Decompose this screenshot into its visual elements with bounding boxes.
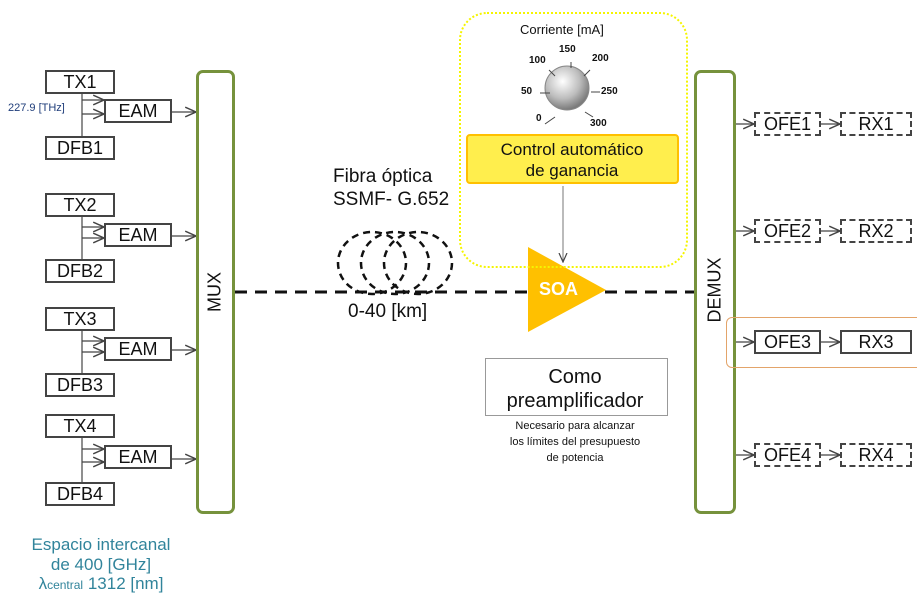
preamp-line1: Como [548,366,602,388]
mux-label: MUX [204,272,225,312]
dfb1-box: DFB1 [45,136,115,160]
ofe2-box: OFE2 [754,219,821,243]
eam3-box: EAM [104,337,172,361]
rx2-box: RX2 [840,219,912,243]
soa-triangle [528,247,606,332]
fiber-range: 0-40 [km] [348,301,428,322]
agc-region [459,12,688,268]
eam2-box: EAM [104,223,172,247]
knob-tick-150: 150 [559,44,576,55]
tx2-box: TX2 [45,193,115,217]
agc-line2: de ganancia [525,161,619,180]
agc-line1: Control automático [500,140,644,159]
dfb2-box: DFB2 [45,259,115,283]
eam4-box: EAM [104,445,172,469]
ofe4-box: OFE4 [754,443,821,467]
fiber-coil-icon [336,230,454,296]
lambda-symbol: λ [38,574,48,593]
eam1-box: EAM [104,99,172,123]
ofe1-box: OFE1 [754,112,821,136]
preamp-note3: de potencia [546,452,604,464]
tx3-box: TX3 [45,307,115,331]
tx4-box: TX4 [45,414,115,438]
spacing-line1: Espacio intercanal [31,535,171,554]
spacing-line3: λcentral 1312 [nm] [39,574,164,594]
knob-tick-0: 0 [536,113,542,124]
preamp-note2: los límites del presupuesto [509,436,641,448]
current-knob-icon [544,65,590,111]
highlight-channel-3 [726,317,917,368]
demux-label: DEMUX [704,257,725,323]
rx4-box: RX4 [840,443,912,467]
soa-label: SOA [539,279,579,299]
knob-tick-250: 250 [601,86,618,97]
lambda-subscript: central [47,578,84,592]
knob-tick-100: 100 [529,55,546,66]
demux-block [694,70,736,514]
dfb3-box: DFB3 [45,373,115,397]
frequency-label: 227.9 [THz] [8,102,65,114]
knob-tick-200: 200 [592,53,609,64]
fiber-type: SSMF- G.652 [333,189,450,210]
agc-box [466,134,679,184]
knob-title: Corriente [mA] [520,22,604,37]
knob-tick-50: 50 [521,86,533,97]
ofe3-box: OFE3 [754,330,821,354]
fiber-title: Fibra óptica [333,166,433,187]
spacing-line2: de 400 [GHz] [50,555,152,574]
preamp-line2: preamplificador [506,390,644,412]
rx1-box: RX1 [840,112,912,136]
mux-block [196,70,235,514]
dfb4-box: DFB4 [45,482,115,506]
tx1-box: TX1 [45,70,115,94]
knob-tick-300: 300 [590,118,607,129]
rx3-box: RX3 [840,330,912,354]
preamp-box [485,358,668,416]
wavelength-value: 1312 [nm] [87,574,164,593]
preamp-note1: Necesario para alcanzar [515,420,635,432]
